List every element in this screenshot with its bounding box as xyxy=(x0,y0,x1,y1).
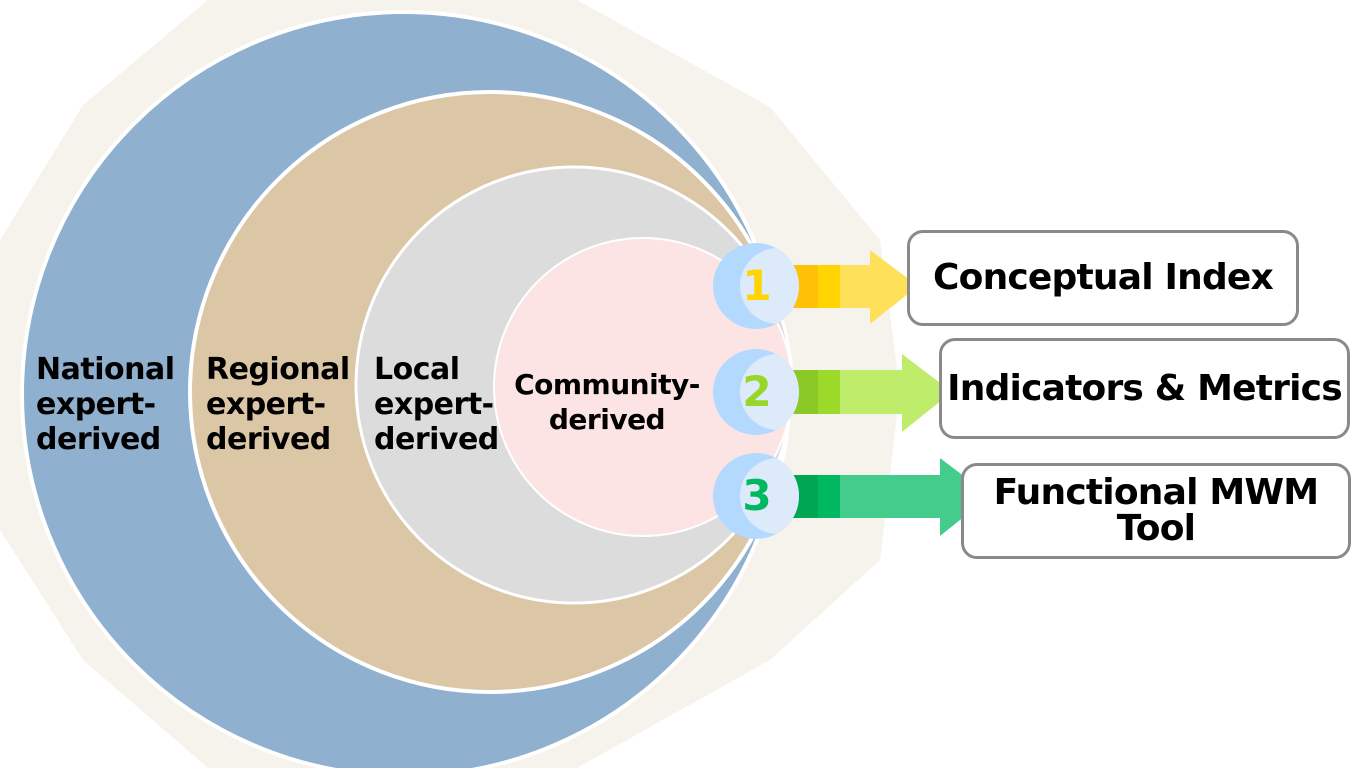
layer-community-label: Community- derived xyxy=(504,367,710,437)
label-line: derived xyxy=(548,403,666,436)
label-line: derived xyxy=(374,422,499,457)
step-3-number: 3 xyxy=(742,471,772,520)
label-line: derived xyxy=(206,422,331,457)
label-line: expert- xyxy=(206,387,326,422)
label-line: Community- xyxy=(514,368,700,401)
label-line: Local xyxy=(374,352,460,387)
step-1-label: Conceptual Index xyxy=(933,257,1274,298)
layer-local-label: Local expert- derived xyxy=(374,352,499,457)
label-line: derived xyxy=(36,422,161,457)
step-2-box: Indicators & Metrics xyxy=(939,338,1350,439)
step-3-label-line-1: Functional MWM xyxy=(993,472,1319,513)
layer-national-label: National expert- derived xyxy=(36,352,175,457)
label-line: Regional xyxy=(206,352,350,387)
step-2-number: 2 xyxy=(742,367,772,416)
layer-regional-label: Regional expert- derived xyxy=(206,352,350,457)
step-3-label-line-2: Tool xyxy=(1116,508,1196,549)
label-line: National xyxy=(36,352,175,387)
label-line: expert- xyxy=(36,387,156,422)
step-2-label: Indicators & Metrics xyxy=(947,367,1342,409)
step-3-box: Functional MWM Tool xyxy=(961,463,1351,559)
step-1-number: 1 xyxy=(742,261,772,310)
label-line: expert- xyxy=(374,387,494,422)
step-1-box: Conceptual Index xyxy=(907,230,1299,326)
